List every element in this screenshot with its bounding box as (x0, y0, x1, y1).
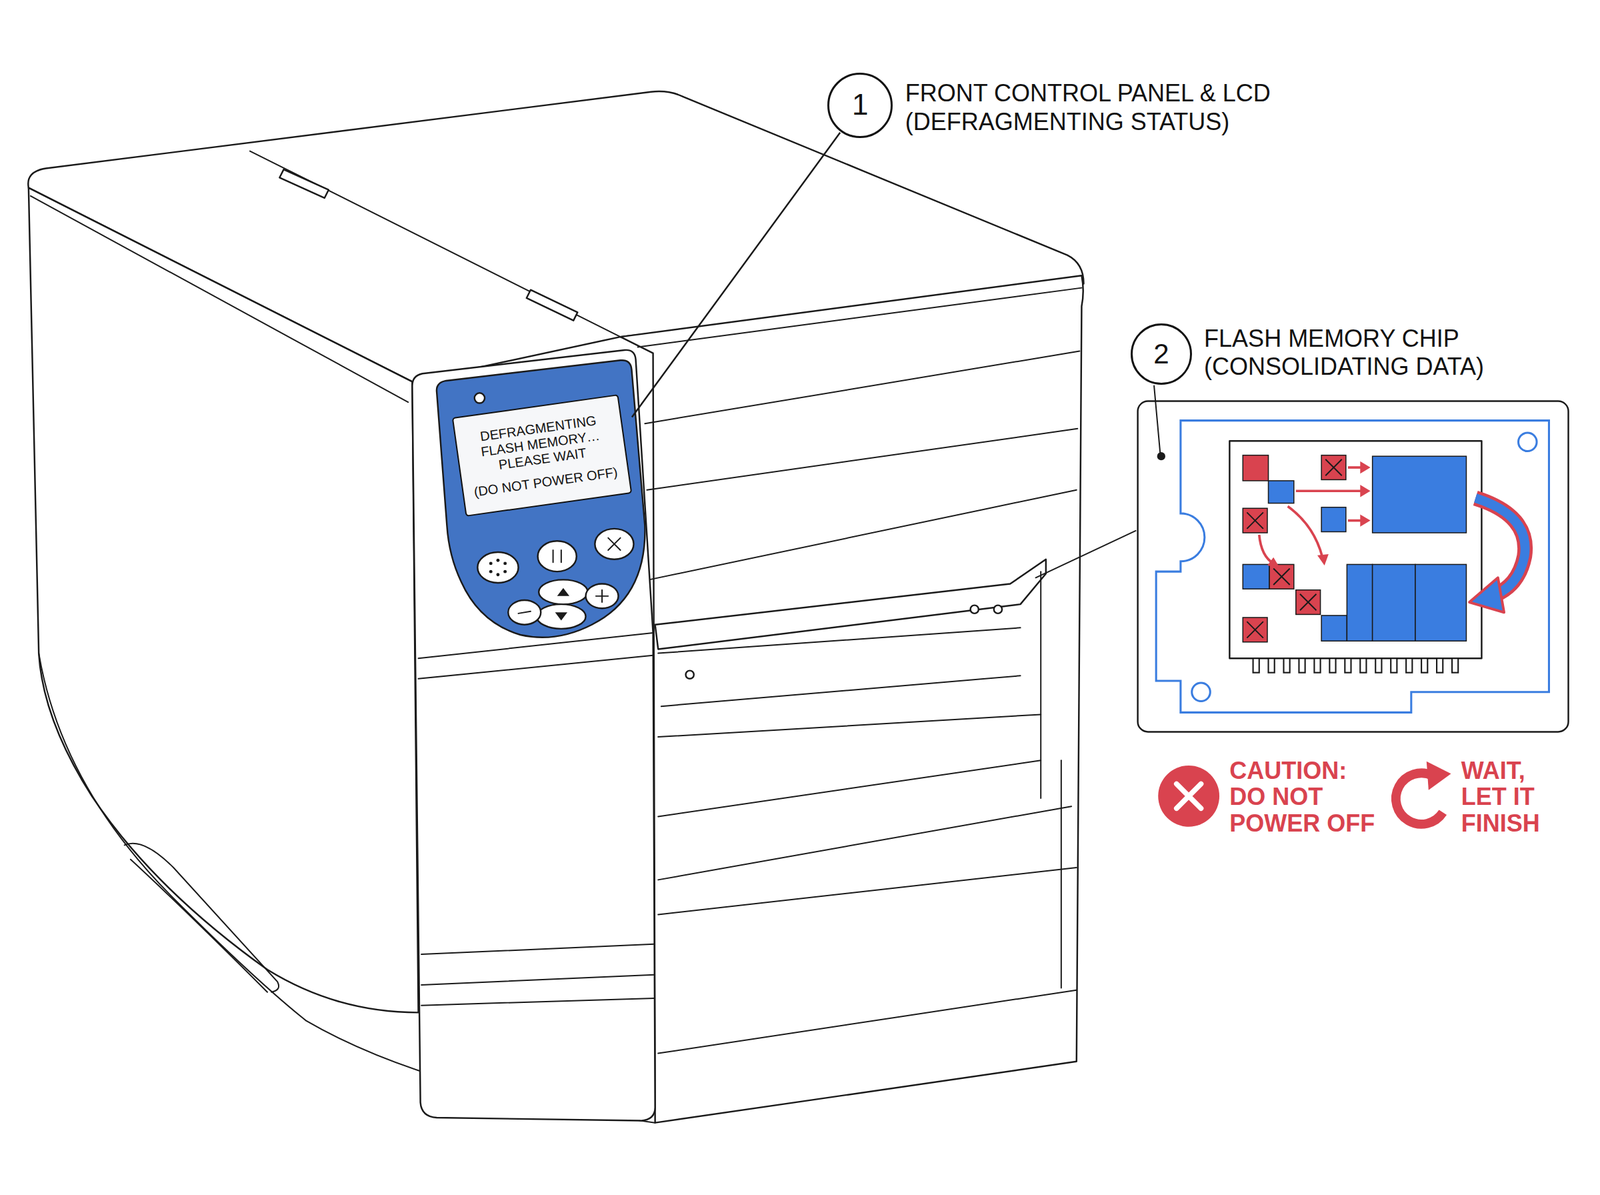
circuit-board (1156, 420, 1549, 713)
consolidate-arrowhead (1469, 577, 1504, 612)
side-edge-line (30, 196, 408, 402)
wait-arrowhead (1426, 761, 1452, 790)
lcd-screen: DEFRAGMENTING FLASH MEMORY… PLEASE WAIT(… (452, 394, 632, 517)
callout-circle: 2 (1130, 323, 1192, 385)
button (536, 604, 586, 629)
part-label: FLASH MEMORY CHIP (CONSOLIDATING DATA) (1204, 324, 1551, 382)
side-handle (130, 859, 268, 992)
button (508, 600, 541, 625)
caution-label: WAIT, LET IT FINISH (1461, 757, 1562, 837)
callout-leader (1154, 386, 1160, 454)
leader-line (632, 132, 840, 418)
panel-line (658, 990, 1077, 1054)
move-arrows (1259, 467, 1362, 564)
screw (994, 605, 1002, 614)
button (538, 540, 577, 572)
column-joint (421, 998, 654, 1006)
lcd-text: (DO NOT POWER OFF) (468, 463, 624, 500)
cover-split-line (250, 151, 621, 338)
column-joint (421, 944, 654, 954)
screw (970, 605, 979, 614)
panel-line (658, 760, 1041, 816)
panel-line (648, 490, 1076, 580)
hinge (526, 290, 578, 321)
caution-cross (1176, 784, 1202, 809)
hinge (279, 169, 328, 198)
pause-icon (553, 550, 562, 562)
flash-chip (1229, 440, 1482, 658)
leader-dot (1157, 452, 1166, 460)
mount-hole (1192, 682, 1211, 702)
inset-leader (1036, 530, 1136, 578)
callout-number: 1 (852, 88, 868, 122)
button (477, 552, 518, 583)
cancel-icon (608, 538, 620, 550)
feed-icon (489, 558, 507, 576)
button (538, 579, 588, 604)
panel-line (658, 867, 1077, 914)
panel-line (1060, 760, 1062, 988)
status-led (474, 392, 485, 403)
side-panel (28, 188, 419, 1013)
plus-icon (596, 590, 608, 602)
consolidate-arrow (1475, 498, 1525, 596)
up-icon (557, 588, 570, 596)
platen-line (661, 675, 1021, 706)
chip-pins (1253, 658, 1459, 672)
printhead-slot (655, 559, 1046, 650)
column-joint (421, 974, 654, 985)
side-handle (124, 843, 279, 992)
panel-line (646, 428, 1078, 490)
panel-line (1040, 571, 1042, 798)
deleted-marks (1246, 459, 1342, 638)
inset-box (1138, 401, 1569, 732)
callout-circle: 1 (827, 72, 893, 138)
panel-line (644, 351, 1080, 424)
platen-line (658, 714, 1041, 737)
mount-hole (1518, 432, 1538, 452)
part-label: FRONT CONTROL PANEL & LCD (DEFRAGMENTING… (905, 79, 1332, 136)
caution-label: CAUTION: DO NOT POWER OFF (1229, 757, 1384, 837)
button (586, 584, 619, 609)
move-arrowheads (1267, 461, 1371, 568)
control-column (412, 350, 655, 1121)
callout-number: 2 (1153, 338, 1169, 370)
button (594, 528, 634, 560)
panel-line (658, 806, 1072, 880)
platen-line (658, 627, 1020, 653)
media-face (620, 275, 1084, 1122)
column-joint (418, 655, 654, 679)
down-icon (555, 612, 568, 620)
caution-icon (1158, 765, 1220, 827)
consolidate-arrow (1475, 498, 1525, 596)
data-blocks (1242, 455, 1466, 642)
control-panel (436, 360, 645, 638)
screw (686, 670, 694, 679)
minus-icon (518, 611, 531, 614)
